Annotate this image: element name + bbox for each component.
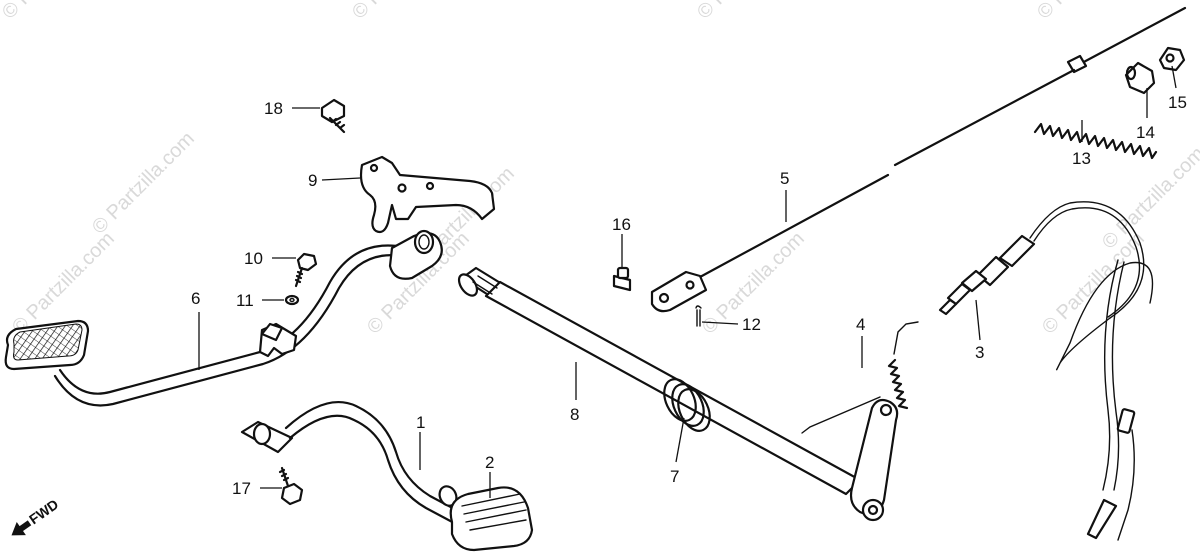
- part-15-nut: [1158, 46, 1186, 72]
- callout-11: 11: [236, 291, 254, 310]
- watermark: © Partzilla.com: [88, 128, 199, 239]
- callout-16: 16: [612, 215, 631, 234]
- callout-17: 17: [232, 479, 251, 498]
- callouts: 18 9 10 11 6 17 1 2 8 7 5 16 12 4 3 13 1…: [191, 93, 1187, 498]
- part-16-pin: [612, 266, 632, 292]
- callout-9: 9: [308, 171, 317, 190]
- callout-10: 10: [244, 249, 263, 268]
- callout-7: 7: [670, 467, 679, 486]
- callout-8: 8: [570, 405, 579, 424]
- fwd-label: FWD: [26, 496, 61, 527]
- callout-1: 1: [416, 413, 425, 432]
- part-6-brake-pedal: [4, 229, 443, 407]
- part-9-bracket: [359, 155, 496, 234]
- part-8-brake-shaft: [457, 266, 899, 522]
- callout-15: 15: [1168, 93, 1187, 112]
- watermark: © Partzilla.com: [348, 0, 459, 24]
- part-13-spring: [1033, 122, 1158, 160]
- callout-4: 4: [856, 315, 865, 334]
- part-18-bolt: [320, 98, 346, 134]
- part-14-joint: [1124, 61, 1156, 95]
- callout-3: 3: [975, 343, 984, 362]
- leaders: [198, 65, 1177, 498]
- callout-6: 6: [191, 289, 200, 308]
- part-7-return-spring: [663, 378, 711, 432]
- part-1-change-pedal: [240, 401, 462, 526]
- fwd-indicator: FWD: [11, 496, 61, 536]
- part-10-bolt: [294, 252, 318, 288]
- callout-13: 13: [1072, 149, 1091, 168]
- part-11-washer: [284, 294, 300, 306]
- part-4-spring: [801, 321, 919, 434]
- callout-2: 2: [485, 453, 494, 472]
- callout-12: 12: [742, 315, 761, 334]
- watermark: © Partzilla.com: [1098, 143, 1200, 254]
- callout-18: 18: [264, 99, 283, 118]
- watermark: © Partzilla.com: [1033, 0, 1144, 24]
- part-3-stop-switch: [938, 201, 1154, 541]
- watermarks: © Partzilla.com © Partzilla.com © Partzi…: [0, 0, 1200, 339]
- part-5-brake-rod: [650, 6, 1187, 313]
- fwd-arrow-icon: [11, 520, 32, 536]
- watermark: © Partzilla.com: [0, 0, 109, 24]
- part-17-bolt: [278, 466, 304, 506]
- callout-14: 14: [1136, 123, 1155, 142]
- part-2-pedal-rubber: [449, 486, 534, 552]
- callout-5: 5: [780, 169, 789, 188]
- watermark: © Partzilla.com: [1038, 228, 1149, 339]
- part-12-cotter-pin: [695, 305, 702, 327]
- watermark: © Partzilla.com: [693, 0, 804, 24]
